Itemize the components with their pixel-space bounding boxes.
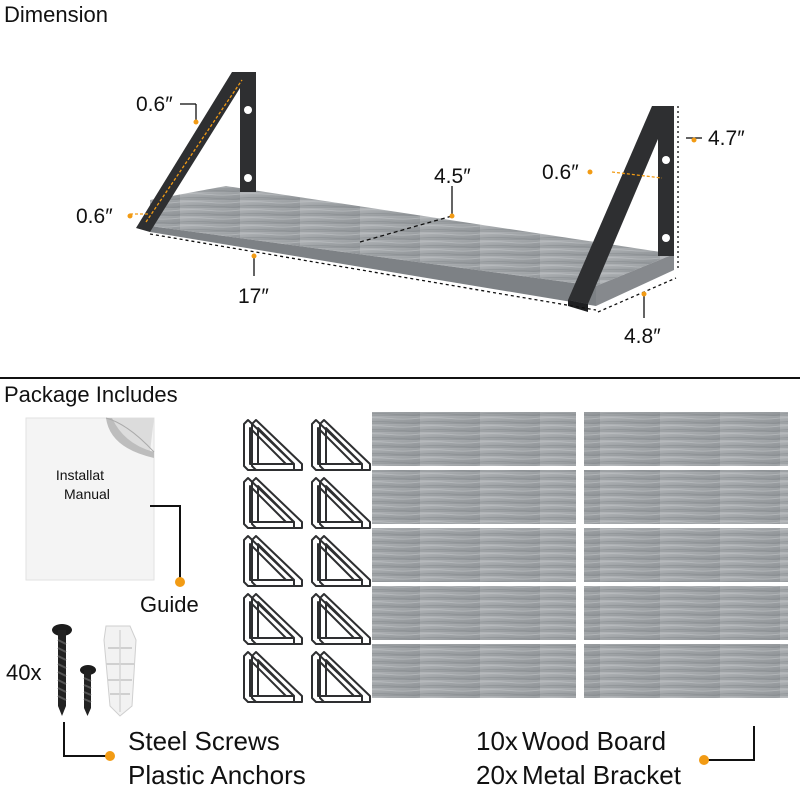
metal-bracket-pair (311, 477, 371, 529)
metal-bracket-pair (243, 477, 303, 529)
left-bracket-dash (145, 79, 243, 223)
manual-line-1: Installat (55, 467, 105, 483)
dim-bracket-width-top: 0.6″ (136, 93, 173, 116)
screws-count: 40x (6, 660, 42, 685)
screw-short (80, 665, 96, 716)
bracket-count: 20x (476, 760, 518, 790)
manual-illustration (25, 417, 185, 587)
bracket-grid (243, 419, 371, 703)
left-bracket (136, 72, 256, 232)
dim-height: 4.7″ (708, 127, 745, 150)
metal-bracket-pair (243, 419, 303, 471)
metal-bracket-pair (243, 535, 303, 587)
dim-bracket-width-left: 0.6″ (76, 205, 113, 228)
board-label: Wood Board (522, 726, 667, 756)
dimension-heading: Dimension (4, 2, 108, 27)
wood-board (584, 586, 788, 640)
metal-bracket-pair (311, 651, 371, 703)
metal-bracket-pair (243, 651, 303, 703)
wood-board (584, 470, 788, 524)
metal-bracket-pair (243, 593, 303, 645)
shelf-board-top (150, 186, 674, 286)
package-heading: Package Includes (4, 382, 178, 407)
bracket-label: Metal Bracket (522, 760, 681, 790)
right-bracket-dash (611, 171, 663, 179)
wood-board (372, 470, 576, 524)
wood-board (372, 586, 576, 640)
shelf-board-front (150, 226, 596, 306)
anchors-label: Plastic Anchors (128, 760, 306, 790)
wood-board (584, 644, 788, 698)
dim-length: 17″ (238, 285, 269, 308)
wood-board (584, 528, 788, 582)
dim-depth: 4.8″ (624, 325, 661, 348)
wood-board (372, 644, 576, 698)
board-grid (372, 412, 788, 698)
right-bracket (568, 106, 674, 312)
dim-depth-mid: 4.5″ (434, 165, 471, 188)
metal-bracket-pair (311, 593, 371, 645)
dim-bracket-width-right: 0.6″ (542, 161, 579, 184)
wood-board (372, 412, 576, 466)
metal-bracket-pair (311, 535, 371, 587)
shelf-illustration (127, 72, 702, 318)
manual-title: Installat Manual (50, 466, 110, 504)
manual-line-2: Manual (64, 485, 110, 502)
board-count: 10x (476, 726, 518, 756)
metal-bracket-pair (311, 419, 371, 471)
plastic-anchor (103, 625, 137, 717)
screw-long (52, 624, 72, 716)
wood-board (372, 528, 576, 582)
wood-board (584, 412, 788, 466)
guide-label: Guide (140, 592, 199, 617)
screws-label: Steel Screws (128, 726, 280, 756)
shelf-board-end (596, 254, 674, 306)
